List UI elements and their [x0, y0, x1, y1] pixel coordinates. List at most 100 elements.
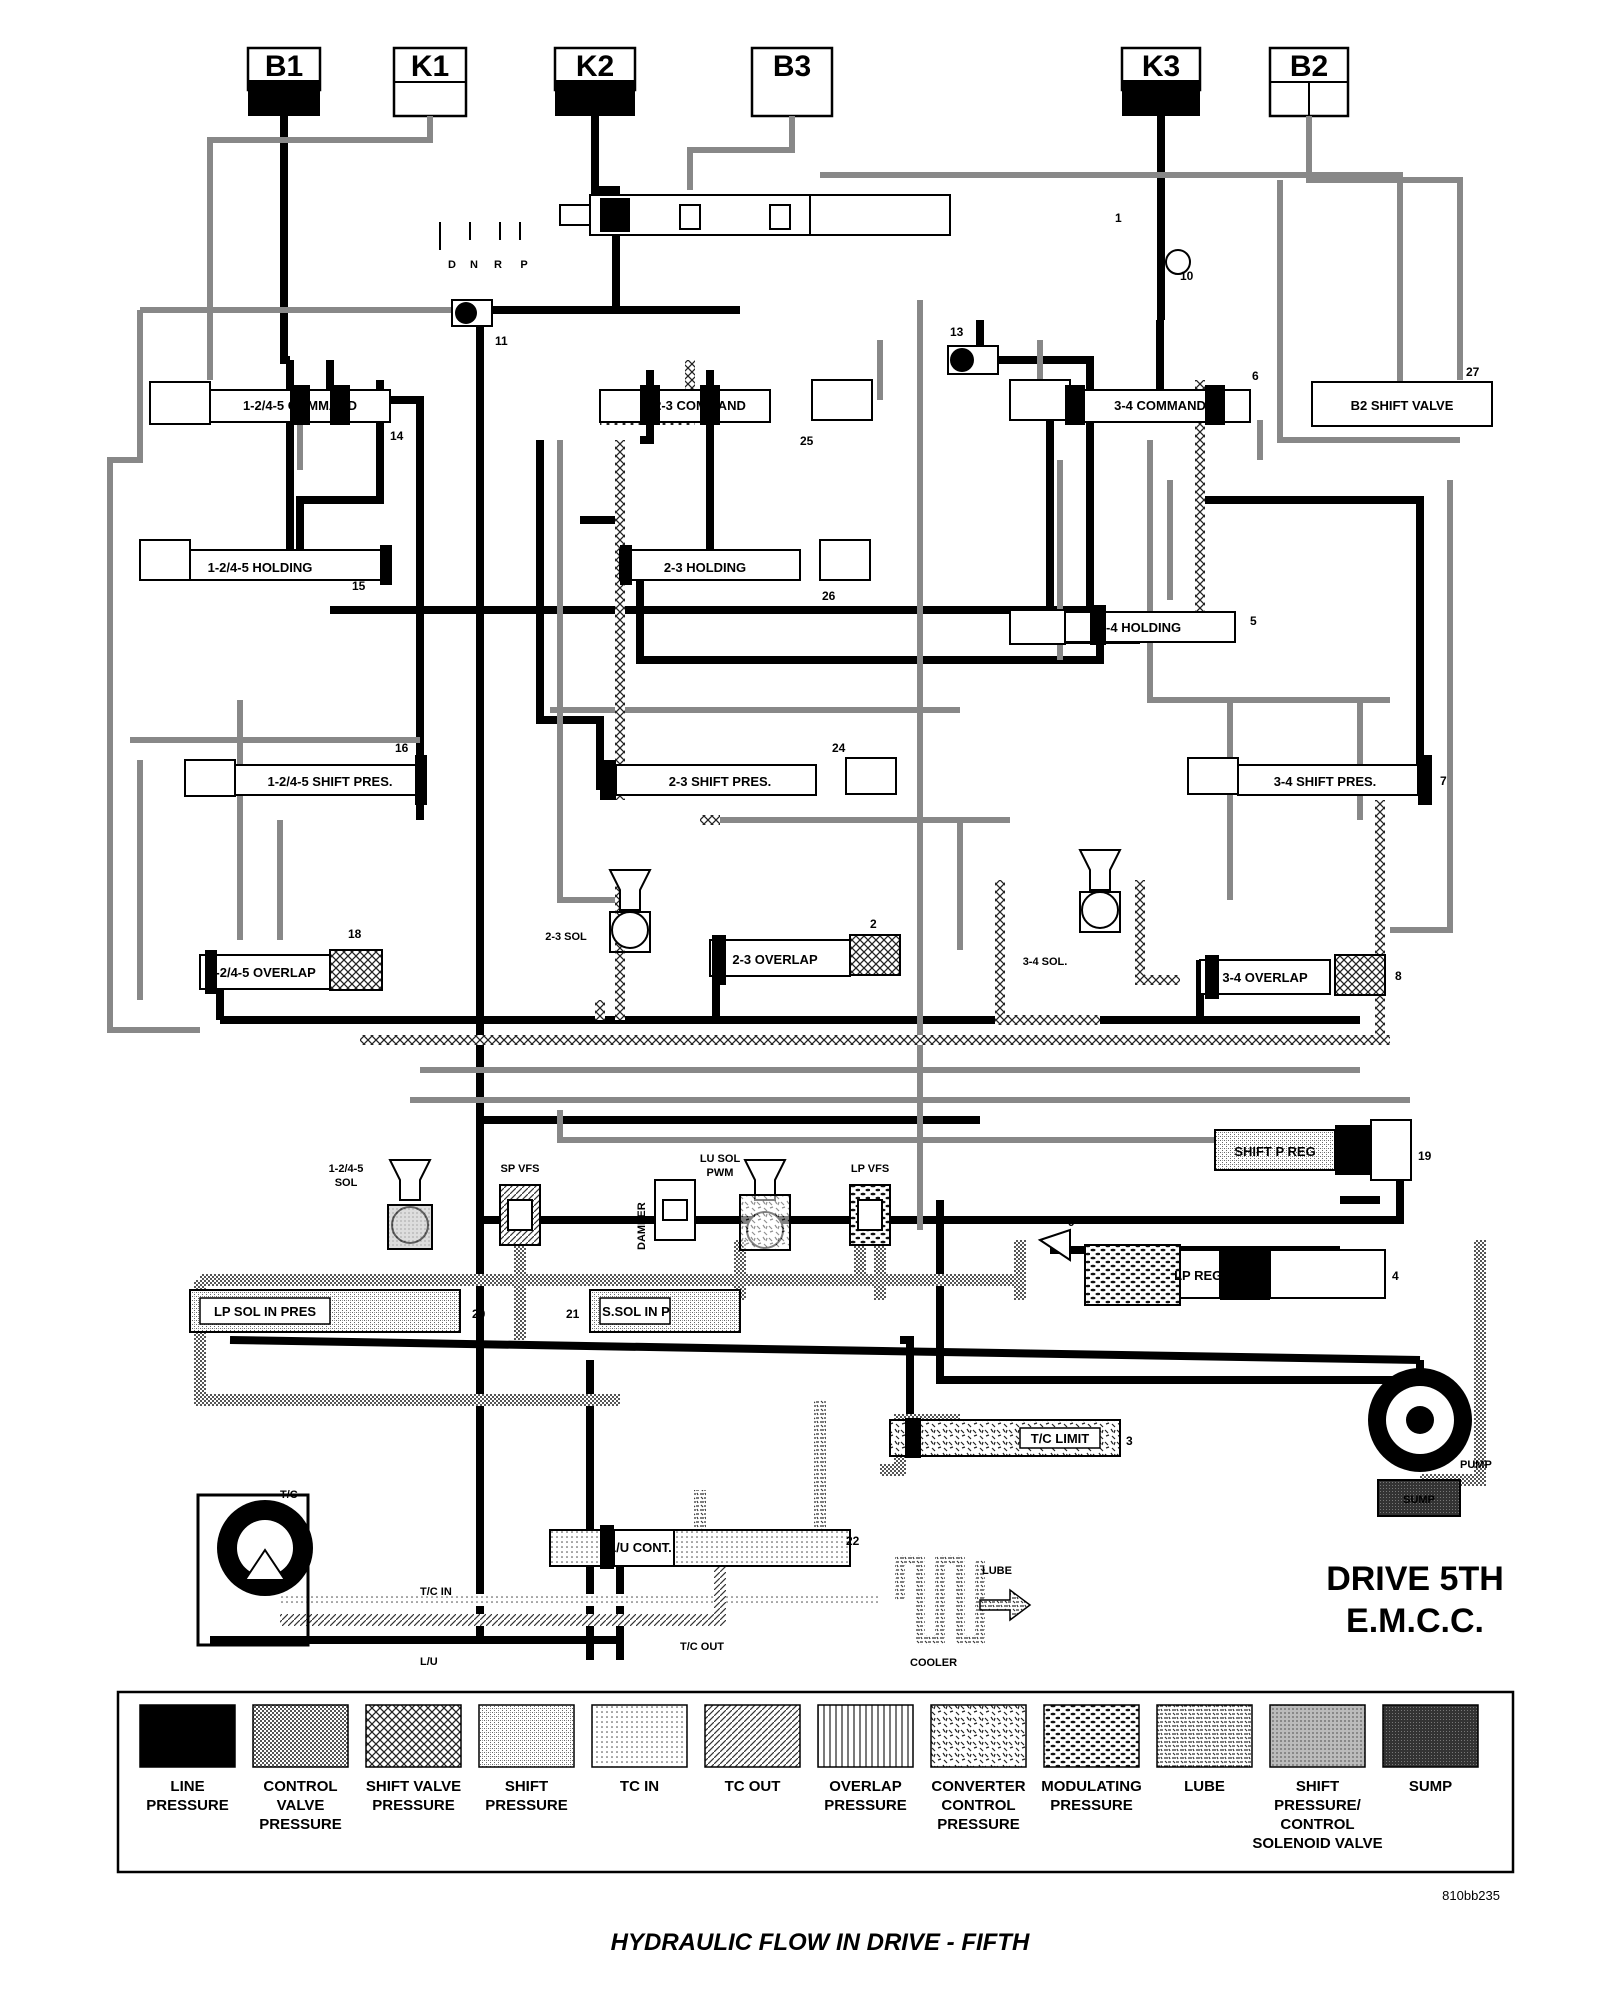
legend-swatch-sump — [1382, 1704, 1479, 1768]
valve-s-sol-in-p[interactable]: S.SOL IN P 21 — [566, 1289, 741, 1333]
valve-34-command[interactable]: 3-4 COMMAND 6 — [1009, 369, 1259, 425]
valve-label-lp-reg: LP REG. — [1174, 1268, 1226, 1283]
check-ball-13: 13 — [947, 325, 999, 375]
valve-lp-sol-in-pres[interactable]: LP SOL IN PRES 20 — [189, 1289, 486, 1333]
manual-valve[interactable]: 1 — [559, 194, 1122, 236]
legend-swatch-converter — [930, 1704, 1027, 1768]
legend-swatch-tcout — [704, 1704, 801, 1768]
solenoid-sp-vfs[interactable]: SP VFS — [499, 1163, 541, 1246]
clutch-label-k1: K1 — [411, 50, 449, 83]
valve-label-lu-cont: L/U CONT. — [608, 1540, 672, 1555]
valve-34-shift-pres[interactable]: 3-4 SHIFT PRES. 7 — [1187, 755, 1447, 805]
legend-item-tcout: TC OUT — [704, 1704, 801, 1795]
legend-label-control-0: CONTROL — [263, 1778, 337, 1795]
valve-label-s-sol-in: S.SOL IN P — [602, 1304, 670, 1319]
number-2: 2 — [870, 917, 877, 931]
legend-label-overlap-1: PRESSURE — [824, 1797, 907, 1814]
legend-label-tcout-0: TC OUT — [725, 1778, 781, 1795]
number-6: 6 — [1252, 369, 1259, 383]
number-18: 18 — [348, 927, 362, 941]
valve-lu-cont[interactable]: L/U CONT. 22 — [549, 1525, 860, 1569]
valve-label-1245-shift-pres: 1-2/4-5 SHIFT PRES. — [268, 774, 393, 789]
number-5: 5 — [1250, 614, 1257, 628]
legend-label-sump-0: SUMP — [1409, 1778, 1452, 1795]
clutch-b1: B1 — [246, 46, 322, 116]
number-13: 13 — [950, 325, 964, 339]
selector-p: P — [520, 259, 527, 271]
valve-1245-shift-pres[interactable]: 1-2/4-5 SHIFT PRES. 16 — [184, 741, 427, 805]
valve-23-holding[interactable]: 2-3 HOLDING 26 — [619, 539, 871, 603]
title-line-2: E.M.C.C. — [1346, 1602, 1484, 1640]
number-26: 26 — [822, 589, 836, 603]
number-1: 1 — [1115, 211, 1122, 225]
valve-tc-limit[interactable]: T/C LIMIT 3 — [889, 1418, 1133, 1458]
clutch-b2: B2 — [1268, 46, 1350, 118]
valve-1245-holding[interactable]: 1-2/4-5 HOLDING 15 — [139, 539, 392, 593]
valve-23-shift-pres[interactable]: 2-3 SHIFT PRES. 24 — [600, 741, 897, 800]
valve-label-23-shift-pres: 2-3 SHIFT PRES. — [669, 774, 772, 789]
clutch-label-b2: B2 — [1290, 50, 1328, 83]
valve-label-b2-shift: B2 SHIFT VALVE — [1351, 398, 1454, 413]
valve-1245-overlap[interactable]: 1-2/4-5 OVERLAP 18 — [199, 927, 383, 994]
valve-label-23-command: 2-3 COMMAND — [654, 398, 746, 413]
solenoid-lp-vfs[interactable]: LP VFS — [849, 1163, 891, 1246]
legend-label-converter-1: CONTROL — [941, 1797, 1015, 1814]
solenoid-23[interactable]: 2-3 SOL — [545, 869, 652, 953]
legend-label-shiftvalve-0: SHIFT VALVE — [366, 1778, 461, 1795]
clutch-b3: B3 — [750, 46, 834, 118]
clutch-k3: K3 — [1120, 46, 1202, 116]
solenoid-lu-pwm[interactable]: LU SOL PWM — [700, 1153, 791, 1251]
figure-caption: HYDRAULIC FLOW IN DRIVE - FIFTH — [611, 1929, 1030, 1956]
label-damper: DAMPER — [636, 1202, 648, 1250]
legend-label-modulating-0: MODULATING — [1041, 1778, 1142, 1795]
valve-b2-shift[interactable]: B2 SHIFT VALVE 27 — [1311, 365, 1493, 427]
legend-label-overlap-0: OVERLAP — [829, 1778, 902, 1795]
label-sump: SUMP — [1403, 1494, 1435, 1506]
legend-label-control-1: VALVE — [277, 1797, 325, 1814]
valve-34-holding[interactable]: 3-4 HOLDING 5 — [1009, 605, 1257, 645]
clutch-k2: K2 — [553, 46, 637, 116]
valve-shift-p-reg[interactable]: SHIFT P REG 19 — [1214, 1119, 1432, 1181]
number-14: 14 — [390, 429, 404, 443]
torque-converter: T/C — [196, 1489, 313, 1647]
number-22: 22 — [846, 1534, 860, 1548]
valve-23-overlap[interactable]: 2-3 OVERLAP 2 — [709, 917, 901, 985]
solenoid-1245[interactable]: 1-2/4-5 SOL — [329, 1159, 433, 1250]
legend-label-converter-0: CONVERTER — [931, 1778, 1025, 1795]
number-4: 4 — [1392, 1269, 1399, 1283]
label-tc-out: T/C OUT — [680, 1641, 724, 1653]
reference-code: 810bb235 — [1442, 1888, 1500, 1903]
gear-selector: D N R P — [439, 222, 528, 271]
valve-1245-command[interactable]: 1-2/4-5 COMMAND 14 — [149, 381, 404, 443]
legend-label-tcin-0: TC IN — [620, 1778, 659, 1795]
label-lp-vfs: LP VFS — [851, 1163, 889, 1175]
legend: LINE PRESSURE CONTROL VALVE PRESSURE SHIFT VA… — [116, 1690, 1515, 1874]
selector-r: R — [494, 259, 502, 271]
number-25: 25 — [800, 434, 814, 448]
legend-item-lube: LUBE — [1156, 1704, 1253, 1795]
clutch-label-b1: B1 — [265, 50, 303, 83]
label-pump: PUMP — [1460, 1459, 1492, 1471]
number-27: 27 — [1466, 365, 1480, 379]
valve-label-34-holding: 3-4 HOLDING — [1099, 620, 1181, 635]
legend-swatch-shiftsol — [1269, 1704, 1366, 1768]
legend-swatch-control — [252, 1704, 349, 1768]
valve-34-overlap[interactable]: 3-4 OVERLAP 8 — [1199, 954, 1402, 999]
valve-label-23-holding: 2-3 HOLDING — [664, 560, 746, 575]
valve-23-command[interactable]: 2-3 COMMAND 25 — [599, 379, 873, 448]
valve-label-1245-holding: 1-2/4-5 HOLDING — [208, 560, 313, 575]
legend-item-tcin: TC IN — [591, 1704, 688, 1795]
solenoid-34[interactable]: 3-4 SOL. — [1023, 849, 1122, 968]
legend-label-shift-1: PRESSURE — [485, 1797, 568, 1814]
sump: SUMP — [1377, 1479, 1461, 1517]
clutch-k1: K1 — [392, 46, 468, 118]
valve-lp-reg[interactable]: LP REG. 4 — [1084, 1244, 1399, 1306]
legend-label-line-0: LINE — [170, 1778, 204, 1795]
legend-label-line-1: PRESSURE — [146, 1797, 229, 1814]
legend-item-overlap: OVERLAP PRESSURE — [817, 1704, 914, 1814]
valve-label-23-overlap: 2-3 OVERLAP — [732, 952, 818, 967]
number-24: 24 — [832, 741, 846, 755]
